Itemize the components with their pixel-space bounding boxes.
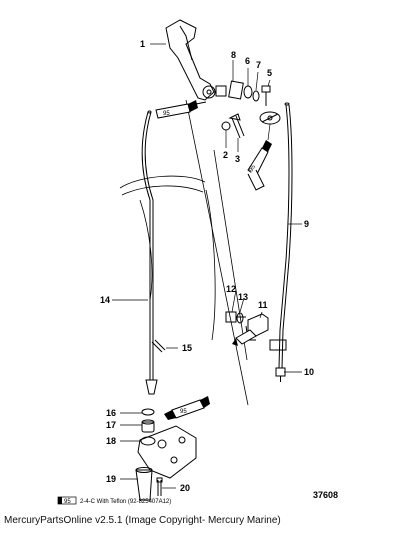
callouts: 1 2 3 4 5 6 7 8 9 10 11 12 13 14 15 16 1…: [100, 39, 314, 493]
callout-8: 8: [231, 50, 236, 60]
callout-15: 15: [182, 343, 192, 353]
legend-text: 2-4-C With Teflon (92-825407A12): [80, 499, 171, 505]
callout-19: 19: [106, 474, 116, 484]
callout-4: 4: [264, 142, 269, 152]
tube-label-bottom: 95: [180, 409, 187, 415]
o-ring-7: [252, 90, 260, 102]
copyright-footer: MercuryPartsOnline v2.5.1 (Image Copyrig…: [4, 515, 281, 526]
washer-6: [243, 85, 253, 99]
screw-5: [261, 85, 271, 106]
pin-20: [156, 477, 163, 496]
bushing-17: [141, 419, 155, 433]
grease-tube-middle: 95: [247, 140, 272, 191]
callout-2: 2: [223, 150, 228, 160]
legend-code: 95: [64, 499, 71, 505]
callout-13: 13: [238, 292, 248, 302]
callout-14: 14: [100, 295, 110, 305]
callout-17: 17: [106, 420, 116, 430]
washer-2: [221, 121, 231, 131]
callout-3: 3: [235, 154, 240, 164]
bushing-4: [259, 111, 281, 125]
grease-tube-right: [232, 329, 257, 346]
callout-18: 18: [106, 436, 116, 446]
retainer-16: [141, 408, 155, 416]
o-ring-18: [140, 436, 156, 446]
shift-lever: [165, 19, 227, 101]
shaft-19: [135, 467, 153, 501]
grease-tube-bottom: 95: [164, 396, 210, 420]
bolt-12: [225, 311, 246, 323]
figure-number: 37608: [313, 490, 338, 500]
driveshaft-housing: [119, 99, 249, 406]
callout-12: 12: [226, 284, 236, 294]
lubricant-legend: 95 2-4-C With Teflon (92-825407A12): [57, 496, 171, 505]
shift-bracket: [137, 425, 197, 479]
pin-15: [151, 339, 166, 353]
washer-8: [228, 80, 244, 100]
callout-1: 1: [140, 39, 145, 49]
tube-label-top: 95: [163, 111, 170, 117]
callout-20: 20: [180, 483, 190, 493]
callout-9: 9: [304, 219, 309, 229]
callout-10: 10: [304, 367, 314, 377]
shift-rod-14: [141, 110, 158, 395]
callout-11: 11: [258, 300, 268, 310]
grease-tube-top: 95: [155, 100, 207, 119]
callout-5: 5: [267, 68, 272, 78]
leader-lines: [112, 43, 302, 489]
callout-7: 7: [256, 60, 261, 70]
callout-6: 6: [245, 56, 250, 66]
pin-3: [228, 113, 245, 139]
callout-16: 16: [106, 408, 116, 418]
tube-label-middle: 95: [249, 164, 258, 173]
washer-13: [236, 312, 244, 324]
